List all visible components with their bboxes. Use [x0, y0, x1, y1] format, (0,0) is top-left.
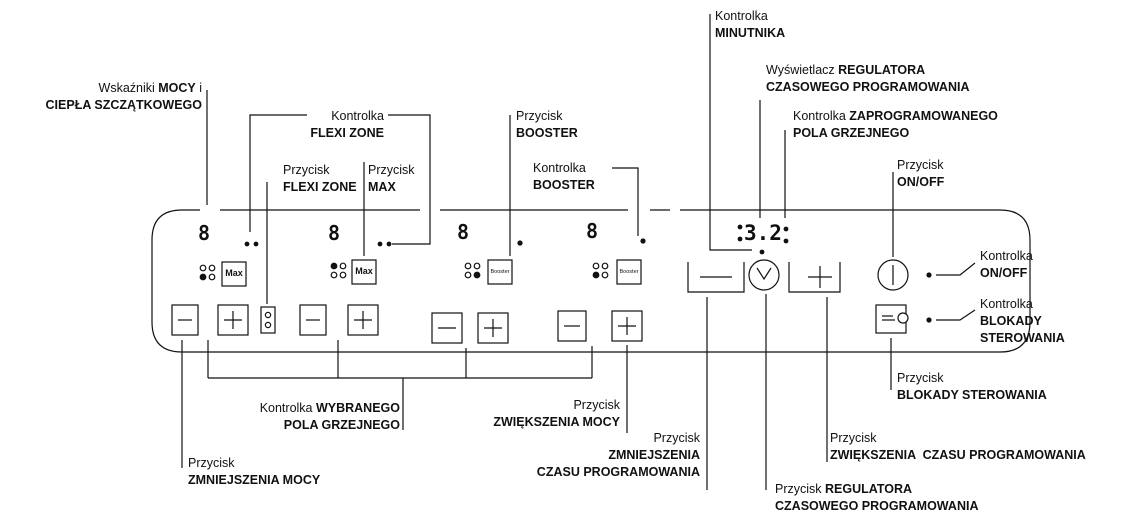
zone4-display: 8: [586, 219, 599, 243]
zone4-minus-button: [557, 310, 587, 342]
power-level-dots: [199, 262, 609, 281]
zone2-plus-button: [347, 304, 379, 336]
zone3-display: 8: [457, 220, 470, 244]
timer-display: 3.2: [744, 221, 782, 245]
zone1-minus-button: [171, 304, 199, 336]
zone4-booster-label: Booster: [619, 269, 639, 275]
zone2-max-label: Max: [355, 266, 373, 276]
zone2-max-button: [351, 259, 377, 285]
zone2-display: 8: [328, 221, 341, 245]
zone1-max-button: [221, 261, 247, 287]
onoff-button: [877, 259, 909, 291]
label-power-indicators: Wskaźniki MOCY i CIEPŁA SZCZĄTKOWEGO: [45, 81, 202, 112]
zone4-plus-button: [611, 310, 643, 342]
leader-lines: [181, 14, 976, 490]
zone3-minus-button: [431, 312, 463, 344]
timer-plus-button: [788, 262, 841, 293]
flexi-zone-button: [260, 306, 276, 334]
zone2-minus-button: [299, 304, 327, 336]
label-programmed-zone: Kontrolka ZAPROGRAMOWANEGO POLA GRZEJNEG…: [793, 109, 998, 140]
zone3-booster-button: [487, 259, 513, 285]
zone4-booster-button: [616, 259, 642, 285]
zone3-plus-button: [477, 312, 509, 344]
label-timer-display: Wyświetlacz REGULATORA CZASOWEGO PROGRAM…: [766, 63, 970, 94]
zone1-display: 8: [198, 221, 211, 245]
zone1-plus-button: [217, 304, 249, 336]
label-selected-zone: Kontrolka WYBRANEGO POLA GRZEJNEGO: [259, 401, 400, 432]
zone3-booster-label: Booster: [490, 269, 510, 275]
label-timer-button: Przycisk REGULATORA CZASOWEGO PROGRAMOWA…: [775, 482, 979, 513]
timer-minus-button: [687, 262, 745, 293]
indicator-dots: [244, 224, 932, 323]
zone1-max-label: Max: [225, 268, 243, 278]
timer-key: [748, 259, 780, 291]
panel-outline: [151, 209, 1031, 353]
